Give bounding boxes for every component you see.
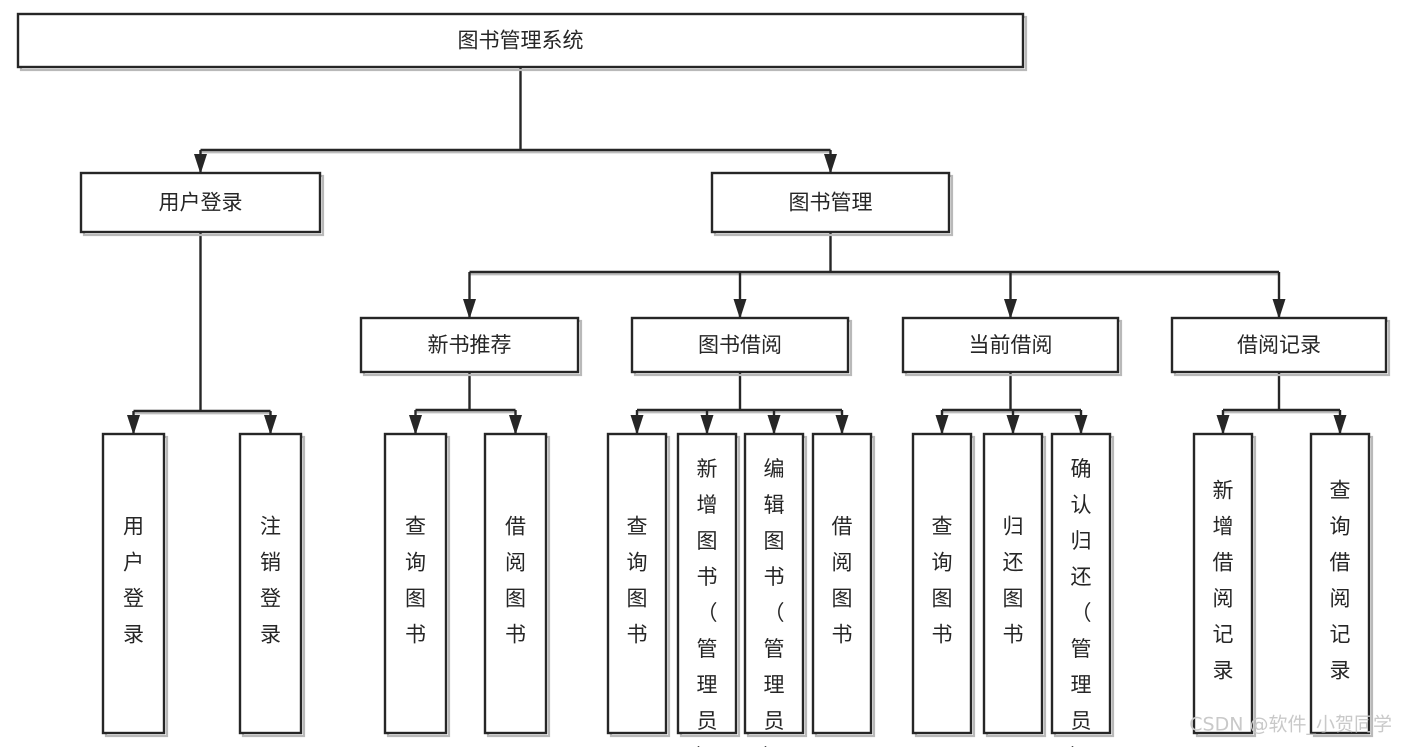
arrow-head-icon: [935, 415, 949, 435]
arrow-head-icon: [700, 415, 714, 435]
arrow-head-icon: [1216, 415, 1230, 435]
node-box[interactable]: [911, 432, 973, 735]
arrow-head-icon: [509, 415, 522, 435]
node-book-manage[interactable]: 图书管理: [710, 171, 954, 237]
arrow-head-icon: [127, 415, 140, 435]
node-box[interactable]: [982, 432, 1044, 735]
arrow-head-icon: [463, 299, 476, 319]
arrow-head-icon: [733, 299, 747, 319]
node-new-book-rec[interactable]: 新书推荐: [359, 316, 583, 377]
arrow-head-icon: [409, 415, 422, 435]
node-book-borrow[interactable]: 图书借阅: [630, 316, 853, 377]
node-box[interactable]: [1309, 432, 1371, 735]
node-box[interactable]: [79, 171, 322, 234]
node-leaf-confirm-return[interactable]: 确认归还（管理员）: [1050, 432, 1115, 747]
node-root[interactable]: 图书管理系统: [16, 12, 1028, 72]
edge-group-user-login: [127, 232, 277, 435]
node-label: 图书管理: [789, 191, 873, 215]
node-box[interactable]: [630, 316, 850, 374]
arrow-head-icon: [835, 415, 849, 435]
edges-layer: [127, 67, 1347, 435]
arrow-head-icon: [1074, 415, 1088, 435]
node-label: 新增借阅记录: [1213, 479, 1234, 683]
node-label: 用户登录: [123, 515, 144, 647]
node-borrow-record[interactable]: 借阅记录: [1170, 316, 1391, 377]
edge-group-book-manage: [463, 232, 1286, 319]
node-leaf-borrow-book-2[interactable]: 借阅图书: [811, 432, 876, 738]
edge-group-root: [194, 67, 837, 174]
node-box[interactable]: [1170, 316, 1388, 374]
node-box[interactable]: [901, 316, 1120, 374]
node-box[interactable]: [101, 432, 166, 735]
node-box[interactable]: [676, 432, 738, 735]
node-leaf-edit-book[interactable]: 编辑图书（管理员）: [743, 432, 808, 747]
watermark-label: CSDN @软件_小贺同学: [1189, 714, 1392, 736]
node-label: 借阅图书: [832, 515, 853, 647]
node-label: 图书借阅: [698, 333, 782, 357]
node-label: 查询图书: [932, 515, 953, 647]
node-leaf-user-logout[interactable]: 注销登录: [238, 432, 306, 738]
arrow-head-icon: [1333, 415, 1347, 435]
node-leaf-query-book-3[interactable]: 查询图书: [911, 432, 976, 738]
node-box[interactable]: [383, 432, 448, 735]
node-box[interactable]: [359, 316, 580, 374]
arrow-head-icon: [194, 154, 207, 174]
node-leaf-user-login[interactable]: 用户登录: [101, 432, 169, 738]
arrow-head-icon: [1272, 299, 1286, 319]
node-leaf-query-book-1[interactable]: 查询图书: [383, 432, 451, 738]
arrow-head-icon: [264, 415, 277, 435]
node-leaf-query-book-2[interactable]: 查询图书: [606, 432, 671, 738]
node-label: 新书推荐: [428, 333, 512, 357]
node-box[interactable]: [1050, 432, 1112, 735]
arrow-head-icon: [824, 154, 837, 174]
node-box[interactable]: [483, 432, 548, 735]
node-box[interactable]: [238, 432, 303, 735]
edge-group-new-book-rec: [409, 372, 522, 435]
node-label: 查询图书: [405, 515, 426, 647]
nodes-layer: 图书管理系统用户登录图书管理新书推荐图书借阅当前借阅借阅记录用户登录注销登录查询…: [16, 12, 1391, 747]
edge-group-current-borrow: [935, 372, 1088, 435]
arrow-head-icon: [1004, 299, 1017, 319]
edge-group-book-borrow: [630, 372, 849, 435]
node-label: 新增图书（管理员）: [697, 457, 718, 747]
node-label: 确认归还（管理员）: [1071, 457, 1092, 747]
node-label: 归还图书: [1003, 515, 1024, 647]
node-box[interactable]: [710, 171, 951, 234]
node-label: 查询借阅记录: [1330, 479, 1351, 683]
edge-group-borrow-record: [1216, 372, 1347, 435]
node-label: 当前借阅: [969, 333, 1053, 357]
node-leaf-borrow-book-1[interactable]: 借阅图书: [483, 432, 551, 738]
node-label: 图书管理系统: [458, 29, 584, 53]
node-label: 注销登录: [260, 515, 281, 647]
node-box[interactable]: [1192, 432, 1254, 735]
node-label: 编辑图书（管理员）: [764, 457, 785, 747]
node-label: 借阅记录: [1237, 333, 1321, 357]
node-box[interactable]: [811, 432, 873, 735]
node-box[interactable]: [743, 432, 805, 735]
arrow-head-icon: [630, 415, 644, 435]
node-user-login[interactable]: 用户登录: [79, 171, 325, 237]
node-current-borrow[interactable]: 当前借阅: [901, 316, 1123, 377]
node-label: 用户登录: [159, 191, 243, 215]
node-box[interactable]: [606, 432, 668, 735]
node-leaf-add-record[interactable]: 新增借阅记录: [1192, 432, 1257, 738]
node-leaf-add-book[interactable]: 新增图书（管理员）: [676, 432, 741, 747]
arrow-head-icon: [1006, 415, 1020, 435]
arrow-head-icon: [767, 415, 781, 435]
node-leaf-return-book[interactable]: 归还图书: [982, 432, 1047, 738]
node-label: 查询图书: [627, 515, 648, 647]
node-label: 借阅图书: [505, 515, 526, 647]
node-box[interactable]: [16, 12, 1025, 69]
node-leaf-query-record[interactable]: 查询借阅记录: [1309, 432, 1374, 738]
